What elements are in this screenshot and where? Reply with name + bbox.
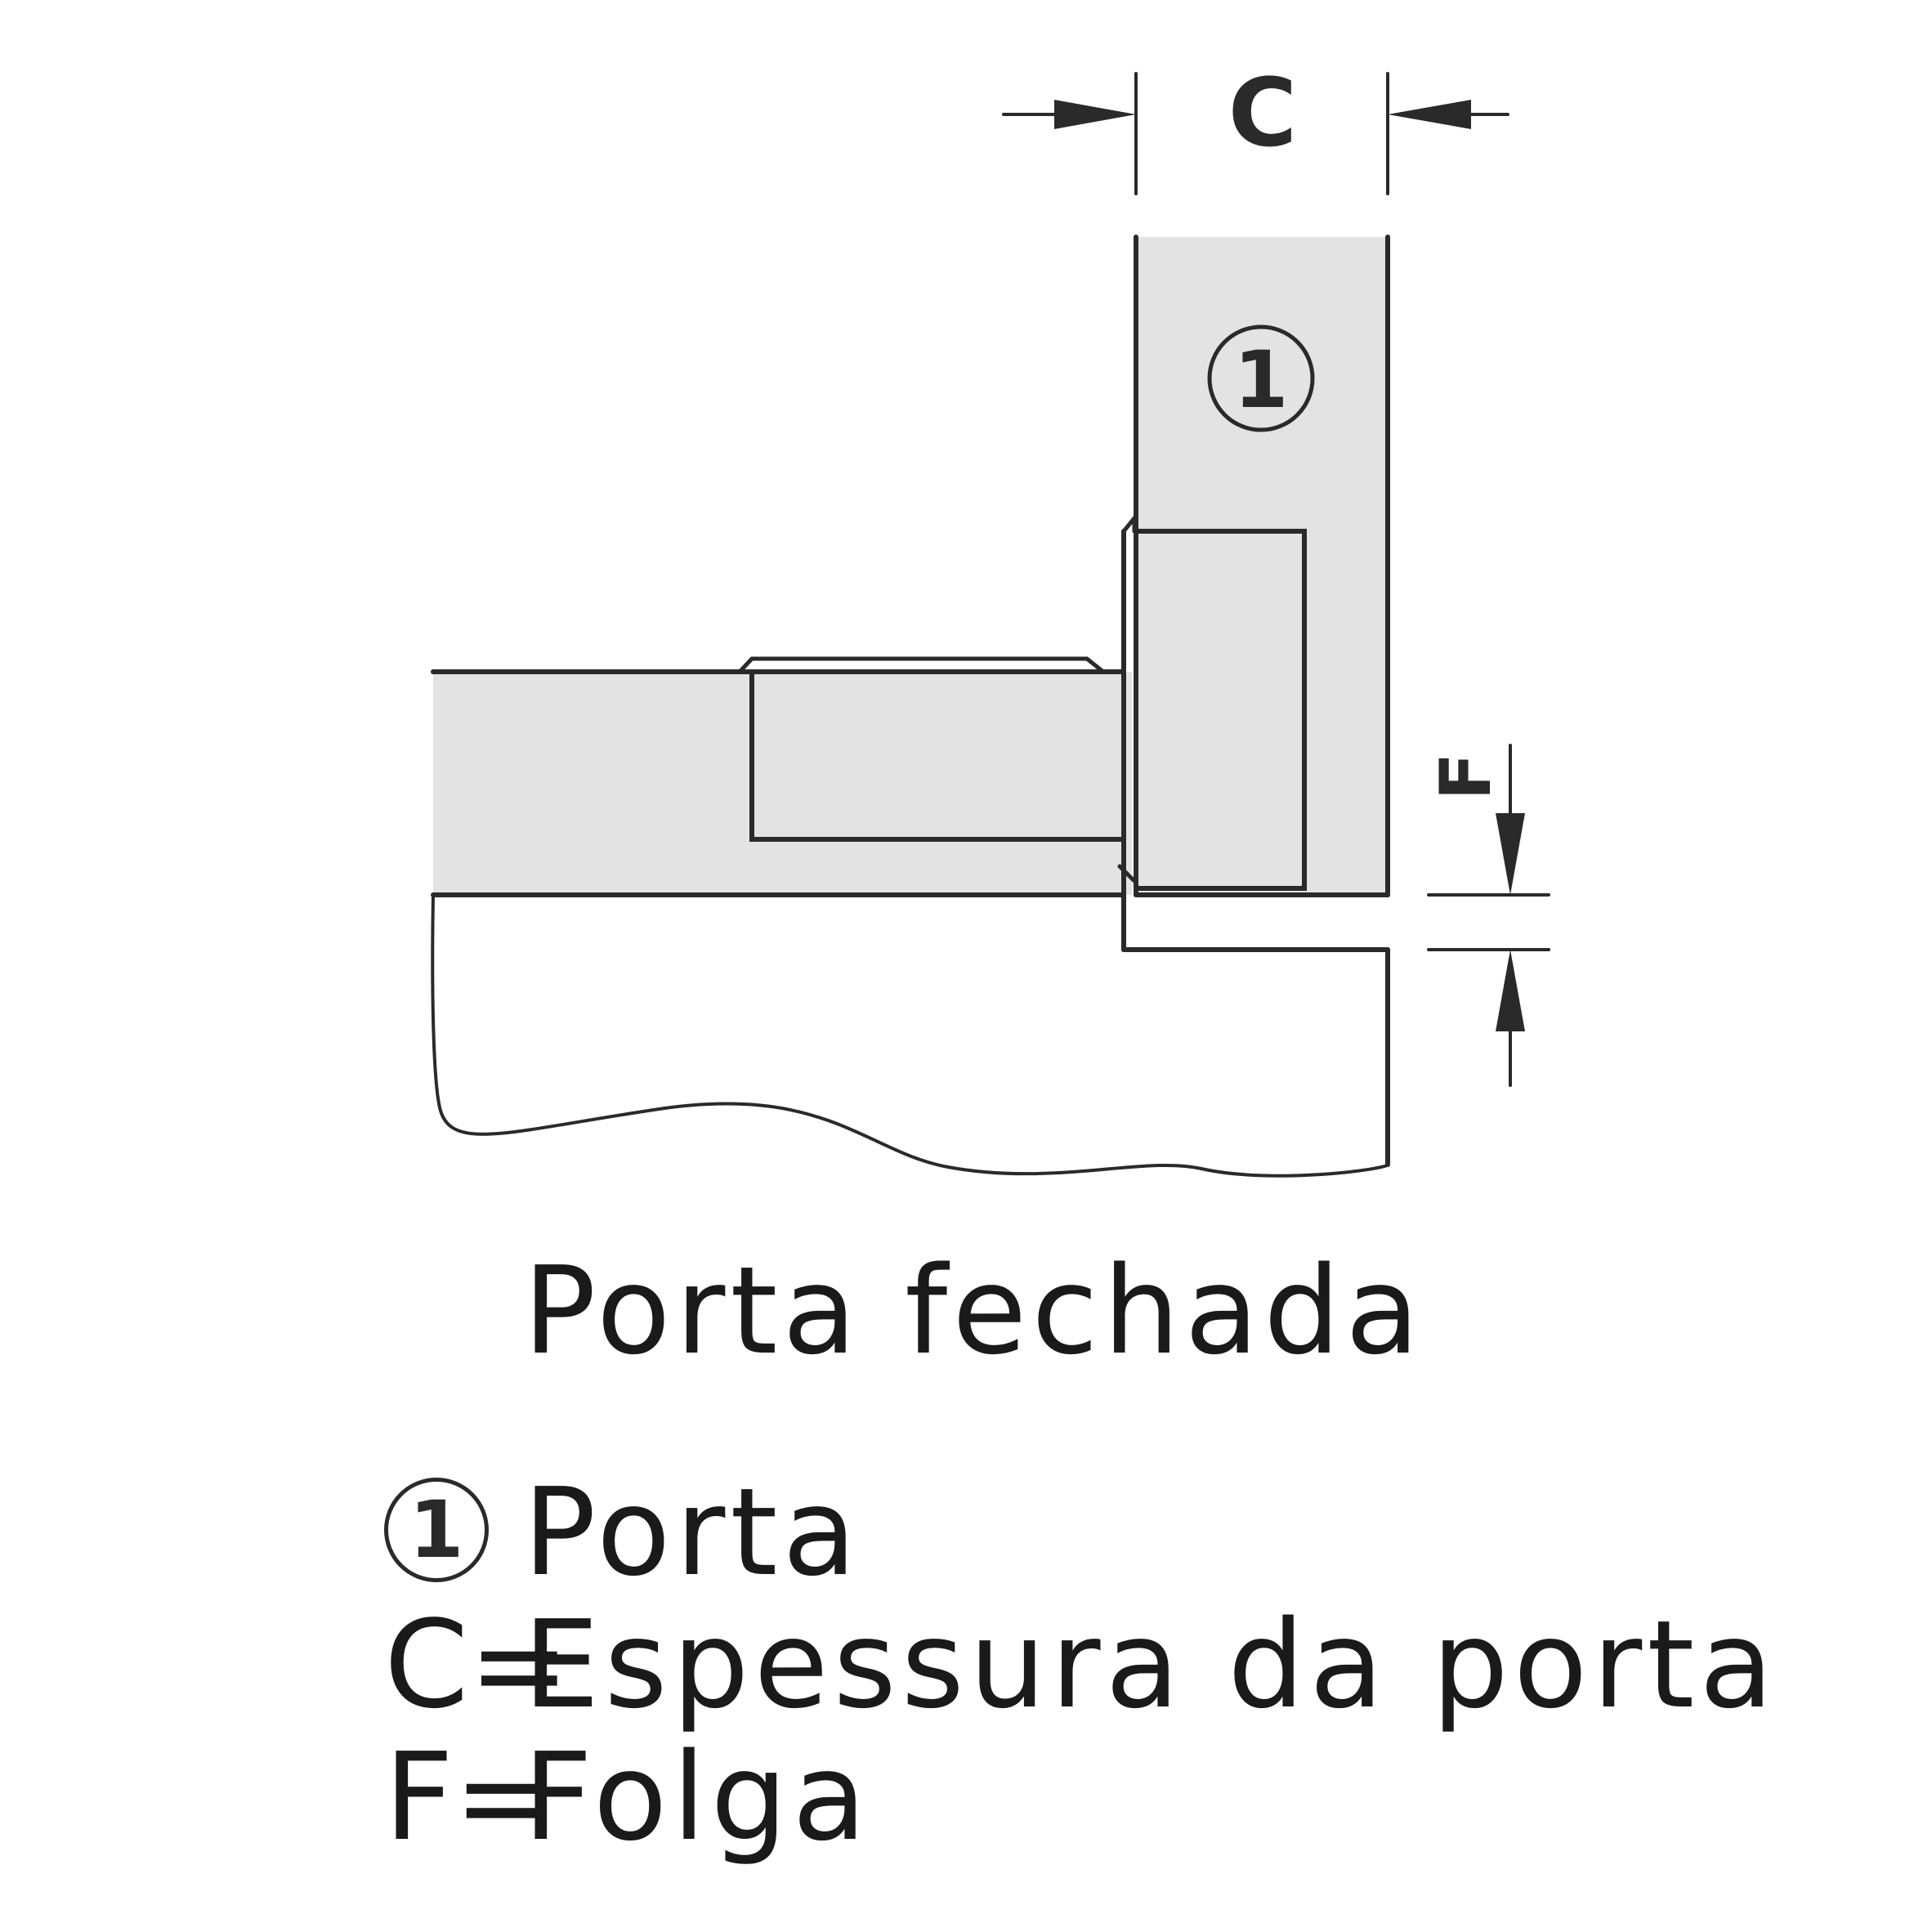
arrow-f-bottom bbox=[1496, 950, 1525, 1031]
dimension-c-label: C bbox=[1228, 59, 1297, 168]
legend-key-door-marker: 1 bbox=[384, 1478, 489, 1582]
arrow-c-left bbox=[1054, 100, 1136, 129]
door-outline bbox=[1134, 235, 1390, 897]
legend-value-gap: Folga bbox=[523, 1727, 872, 1867]
break-line bbox=[431, 895, 1390, 1178]
legend-item-gap: F= Folga bbox=[384, 1736, 1773, 1858]
dimension-c: C bbox=[1002, 59, 1509, 195]
legend-value-thickness: Espessura da porta bbox=[523, 1594, 1778, 1735]
dimension-f-label: F bbox=[1425, 753, 1507, 801]
hinge-details bbox=[737, 512, 1138, 885]
legend-item-door: 1 Porta bbox=[384, 1471, 1773, 1594]
door-panel bbox=[1136, 237, 1388, 895]
cabinet-outline bbox=[431, 529, 1390, 1167]
arrow-c-right bbox=[1388, 100, 1471, 129]
dimension-f: F bbox=[1425, 744, 1550, 1087]
door-marker-number: 1 bbox=[1234, 334, 1289, 426]
legend-key-f: F= bbox=[384, 1727, 556, 1867]
arrow-f-top bbox=[1496, 813, 1525, 895]
door-marker-circle bbox=[1207, 324, 1315, 432]
legend-key-c: C= bbox=[384, 1594, 570, 1735]
legend-item-thickness: C= Espessura da porta bbox=[384, 1603, 1773, 1726]
cabinet-side-panel bbox=[433, 672, 1132, 895]
legend-value-door: Porta bbox=[523, 1462, 862, 1603]
diagram-title: Porta fechada bbox=[523, 1241, 1424, 1381]
